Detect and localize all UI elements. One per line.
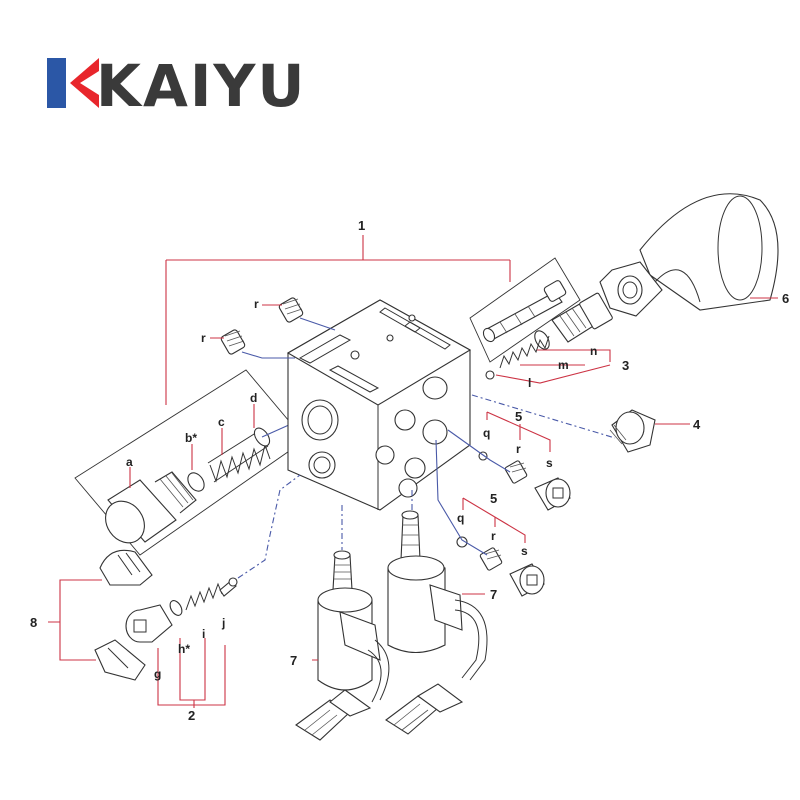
callout-a: a (126, 455, 133, 469)
callout-r-left: r (201, 331, 206, 345)
part-l-ball (485, 370, 495, 380)
part-g-plug (125, 604, 173, 643)
part-r-plug-left (220, 329, 246, 355)
callout-8: 8 (30, 615, 37, 630)
callout-n: n (590, 344, 597, 358)
part-6-accumulator (599, 193, 779, 317)
part-8-cap-upper (99, 549, 153, 586)
callout-6: 6 (782, 291, 789, 306)
part-r-plug-top (278, 297, 304, 323)
callout-j: j (221, 616, 225, 630)
callout-q-upper: q (483, 426, 490, 440)
brand-name: KAIYU (96, 52, 307, 120)
callout-r-upper: r (516, 442, 521, 456)
part-c-spring (207, 428, 271, 483)
callout-5-lower: 5 (490, 491, 497, 506)
callout-l: l (528, 376, 531, 390)
part-r-plug-3 (504, 460, 528, 484)
callout-q-lower: q (457, 511, 464, 525)
callout-s-upper: s (546, 456, 553, 470)
callout-3: 3 (622, 358, 629, 373)
callout-i: i (202, 627, 205, 641)
part-7-solenoid-right (385, 510, 488, 735)
part-s-plug-2 (509, 563, 545, 597)
part-m-spring (499, 335, 550, 369)
part-r-plug-4 (479, 547, 503, 571)
part-b-ring (187, 472, 205, 492)
part-s-plug-1 (534, 477, 571, 511)
part-j-poppet (219, 577, 238, 597)
part-a-cartridge (105, 471, 197, 544)
valve-block (286, 299, 472, 511)
callout-r-lower: r (491, 529, 496, 543)
brand-logo: KAIYU (47, 52, 307, 120)
callout-7-left: 7 (290, 653, 297, 668)
part-8-cap-lower (94, 639, 146, 681)
callout-g: g (154, 667, 161, 681)
callout-d: d (250, 391, 257, 405)
callout-h: h* (178, 642, 190, 656)
callout-4: 4 (693, 417, 701, 432)
part-4-plug (609, 409, 656, 453)
part-i-spring (185, 582, 223, 611)
callout-1: 1 (358, 218, 365, 233)
callout-b: b* (185, 431, 197, 445)
callout-c: c (218, 415, 225, 429)
part-q-ball-2 (456, 536, 468, 548)
part-7-solenoid-left (295, 550, 390, 741)
callout-r-top: r (254, 297, 259, 311)
callout-m: m (558, 358, 569, 372)
callout-s-lower: s (521, 544, 528, 558)
callout-7-right: 7 (490, 587, 497, 602)
callout-2: 2 (188, 708, 195, 723)
part-n-spool (482, 280, 567, 343)
callout-5-upper: 5 (515, 409, 522, 424)
part-h-ring (169, 600, 183, 616)
